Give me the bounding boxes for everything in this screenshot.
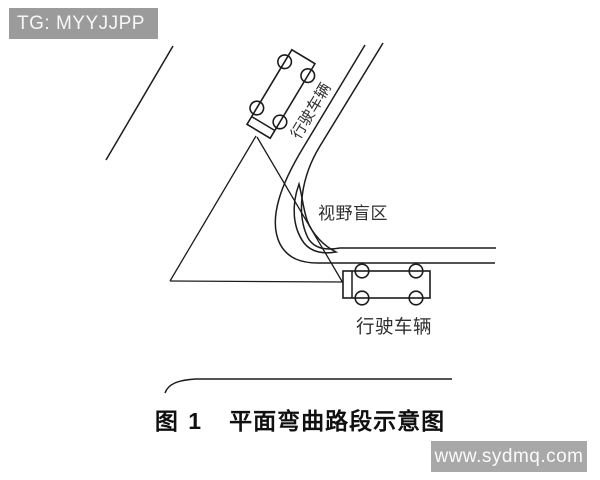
site-watermark: www.sydmq.com [431, 441, 587, 472]
lower-vehicle-path-line [169, 280, 344, 283]
sight-line [256, 136, 344, 284]
outer-edge-lower-road [164, 378, 452, 394]
figure-title: 平面弯曲路段示意图 [229, 408, 446, 434]
vehicle-lower [342, 263, 431, 306]
outer-edge-upper-road [105, 45, 174, 161]
lower-vehicle-label: 行驶车辆 [356, 317, 432, 338]
blind-zone-hatch [293, 181, 339, 254]
upper-vehicle-path-line [169, 135, 257, 282]
blind-zone-label: 视野盲区 [318, 204, 388, 223]
figure-number: 图 1 [154, 408, 204, 434]
figure-caption: 图 1 平面弯曲路段示意图 [0, 402, 600, 436]
inner-edge-outer-line [274, 44, 495, 264]
tag-watermark-badge: TG: MYYJJPP [9, 8, 158, 39]
